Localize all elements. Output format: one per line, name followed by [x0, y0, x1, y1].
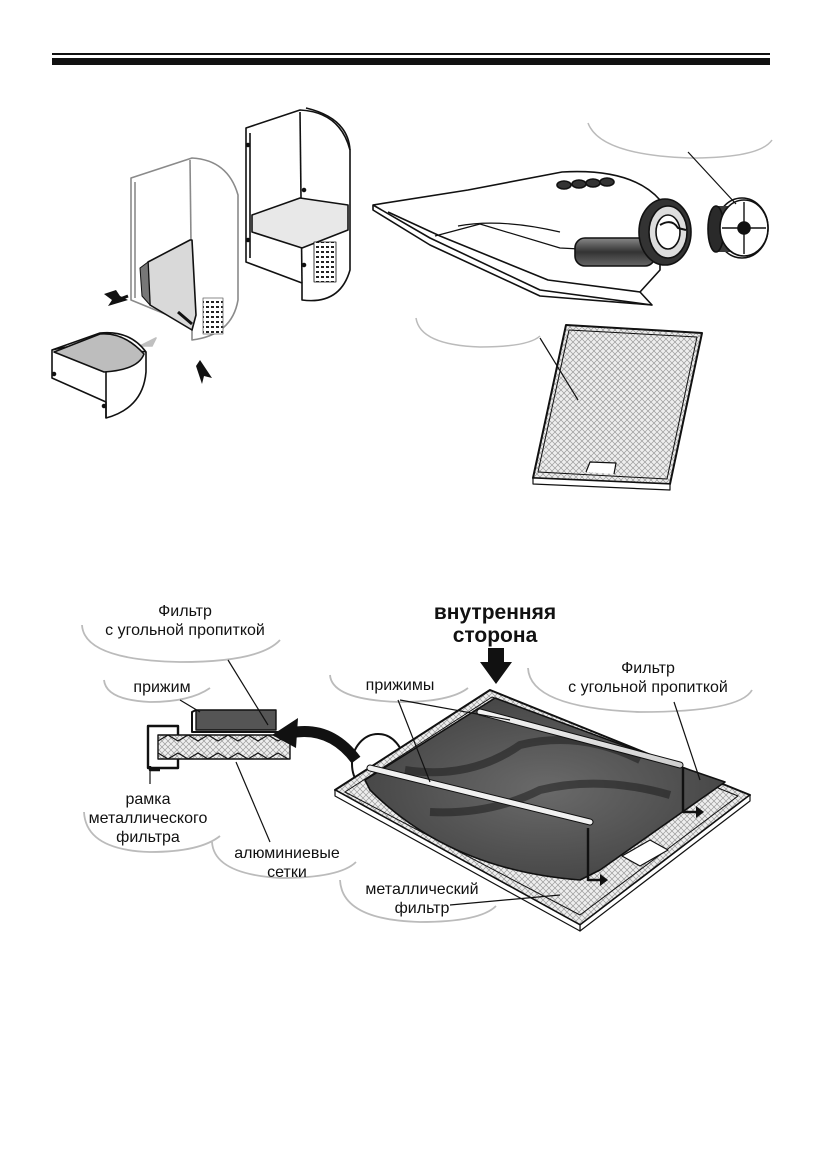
label-line: с угольной пропиткой	[568, 679, 728, 696]
label-clips: прижимы	[340, 676, 460, 695]
label-line: фильтра	[116, 829, 180, 846]
label-line: Фильтр	[158, 603, 212, 620]
label-line: металлического	[88, 810, 208, 827]
label-clip: прижим	[112, 678, 212, 697]
label-line: сетки	[267, 864, 307, 881]
header-rule	[52, 53, 770, 65]
label-frame: рамка металлического фильтра	[78, 790, 218, 847]
label-mesh: алюминиевые сетки	[222, 844, 352, 882]
label-line: металлический	[365, 881, 479, 898]
label-line: алюминиевые	[234, 845, 340, 862]
label-charcoal-filter-right: Фильтр с угольной пропиткой	[548, 659, 748, 697]
label-line: рамка	[125, 791, 171, 808]
label-metal-filter: металлический фильтр	[352, 880, 492, 918]
label-line: фильтр	[394, 900, 450, 917]
label-line: сторона	[452, 624, 538, 647]
label-line: Фильтр	[621, 660, 675, 677]
chimney-illustration	[51, 107, 351, 419]
label-line: внутренняя	[433, 601, 557, 624]
label-line: с угольной пропиткой	[105, 622, 265, 639]
hood-illustration	[372, 122, 773, 491]
label-line: прижим	[133, 679, 191, 696]
label-charcoal-filter-left: Фильтр с угольной пропиткой	[90, 602, 280, 640]
filter-assembly-illustration	[81, 624, 753, 932]
label-line: прижимы	[365, 677, 435, 694]
label-inner-side: внутренняя сторона	[420, 601, 570, 647]
